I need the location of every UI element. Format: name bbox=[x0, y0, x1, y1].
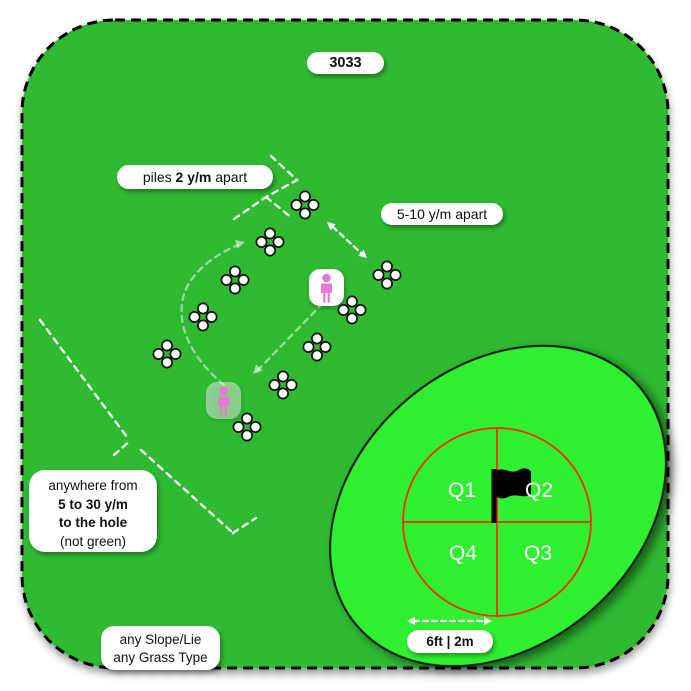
pile-spacing-label: piles 2 y/m apart bbox=[117, 165, 273, 189]
person-icon bbox=[206, 382, 241, 419]
target-ring bbox=[402, 427, 592, 617]
golf-ball bbox=[205, 311, 218, 323]
golf-ball bbox=[264, 227, 276, 240]
golf-ball bbox=[285, 379, 298, 391]
golf-ball bbox=[354, 304, 367, 316]
drill-number-badge: 3033 bbox=[307, 52, 384, 74]
golf-ball-pile-icon bbox=[220, 265, 250, 295]
ghost-path-loop bbox=[180, 240, 245, 387]
golf-ball bbox=[381, 277, 393, 290]
golf-ball bbox=[277, 370, 289, 383]
row-spacing-text: 5-10 y/m apart bbox=[396, 206, 488, 222]
person-head bbox=[322, 273, 331, 283]
quadrant-q3-label: Q3 bbox=[524, 542, 552, 565]
scale-arrow bbox=[407, 617, 492, 625]
golf-ball bbox=[255, 236, 268, 248]
golf-ball bbox=[220, 274, 233, 286]
golf-ball bbox=[389, 269, 402, 281]
pile-spacing-post: apart bbox=[211, 169, 248, 185]
hitting-zone-boundary bbox=[38, 318, 258, 535]
golf-ball bbox=[161, 356, 173, 369]
conditions-note: any Slope/Lie any Grass Type bbox=[101, 626, 220, 670]
row-spacing-label: 5-10 y/m apart bbox=[381, 203, 503, 225]
conditions-line-1: any Slope/Lie bbox=[119, 632, 202, 647]
distance-line-4: (not green) bbox=[59, 533, 127, 549]
pile-spacing-value: 2 y/m bbox=[175, 169, 212, 185]
golf-ball bbox=[152, 348, 165, 360]
person-head bbox=[219, 386, 228, 396]
golf-ball bbox=[277, 387, 289, 400]
golf-ball bbox=[302, 341, 315, 353]
golf-ball bbox=[290, 199, 303, 211]
golf-ball bbox=[197, 302, 209, 315]
pile-pointer-zigzag bbox=[232, 154, 299, 221]
putting-green bbox=[329, 344, 667, 668]
quadrant-q4-label: Q4 bbox=[449, 542, 477, 565]
golf-ball bbox=[311, 349, 323, 362]
golf-ball bbox=[346, 295, 358, 308]
players-layer bbox=[206, 269, 344, 419]
ghost-arrowhead bbox=[253, 364, 263, 374]
golf-ball bbox=[311, 332, 323, 345]
golf-ball-pile-icon bbox=[268, 370, 298, 400]
quadrant-q2-label: Q2 bbox=[525, 479, 553, 502]
drill-number: 3033 bbox=[329, 55, 362, 71]
golf-ball-pile-icon bbox=[152, 339, 182, 369]
golf-ball-pile-icon bbox=[372, 260, 402, 290]
golf-ball-pile-icon bbox=[337, 295, 367, 325]
pile-spacing-pre: piles bbox=[142, 169, 176, 185]
golf-ball-pile-icon bbox=[290, 190, 320, 220]
ghost-arrowhead bbox=[235, 240, 245, 249]
golf-ball bbox=[372, 269, 385, 281]
golf-ball bbox=[337, 304, 350, 316]
golf-ball bbox=[237, 274, 250, 286]
golf-ball bbox=[272, 236, 285, 248]
ghost-path-to-second-player bbox=[253, 301, 325, 374]
golf-ball bbox=[264, 244, 276, 257]
golf-ball bbox=[161, 339, 173, 352]
golf-ball-pile-icon bbox=[302, 332, 332, 362]
golf-ball bbox=[241, 429, 253, 442]
distance-line-1: anywhere from bbox=[48, 478, 138, 493]
golf-ball bbox=[299, 190, 311, 203]
distance-line-2: 5 to 30 y/m bbox=[58, 496, 128, 512]
golf-ball bbox=[229, 265, 241, 278]
golf-ball bbox=[346, 312, 358, 325]
golf-ball bbox=[307, 199, 320, 211]
golf-ball-pile-icon bbox=[188, 302, 218, 332]
green-scale-label: 6ft | 2m bbox=[407, 630, 493, 653]
green-scale-text: 6ft | 2m bbox=[426, 634, 474, 649]
person-body bbox=[321, 283, 332, 303]
golf-ball-pile-icon bbox=[232, 412, 262, 442]
golf-ball bbox=[268, 379, 281, 391]
golf-ball bbox=[169, 348, 182, 360]
golf-ball bbox=[241, 412, 253, 425]
golf-ball bbox=[299, 207, 311, 220]
golf-ball bbox=[188, 311, 201, 323]
distance-note: anywhere from 5 to 30 y/m to the hole (n… bbox=[29, 470, 157, 552]
golf-ball bbox=[229, 282, 241, 295]
ball-piles-layer bbox=[152, 190, 402, 442]
person-icon bbox=[309, 269, 344, 306]
golf-ball bbox=[232, 421, 245, 433]
golf-ball bbox=[381, 260, 393, 273]
golf-ball bbox=[249, 421, 262, 433]
flag-icon bbox=[491, 468, 531, 523]
golf-ball-pile-icon bbox=[255, 227, 285, 257]
person-body bbox=[218, 396, 229, 416]
distance-line-3: to the hole bbox=[58, 515, 128, 530]
row-spacing-arrow bbox=[327, 222, 367, 258]
conditions-line-2: any Grass Type bbox=[113, 649, 208, 665]
golf-ball bbox=[197, 319, 209, 332]
quadrant-q1-label: Q1 bbox=[448, 479, 476, 502]
golf-ball bbox=[319, 341, 332, 353]
